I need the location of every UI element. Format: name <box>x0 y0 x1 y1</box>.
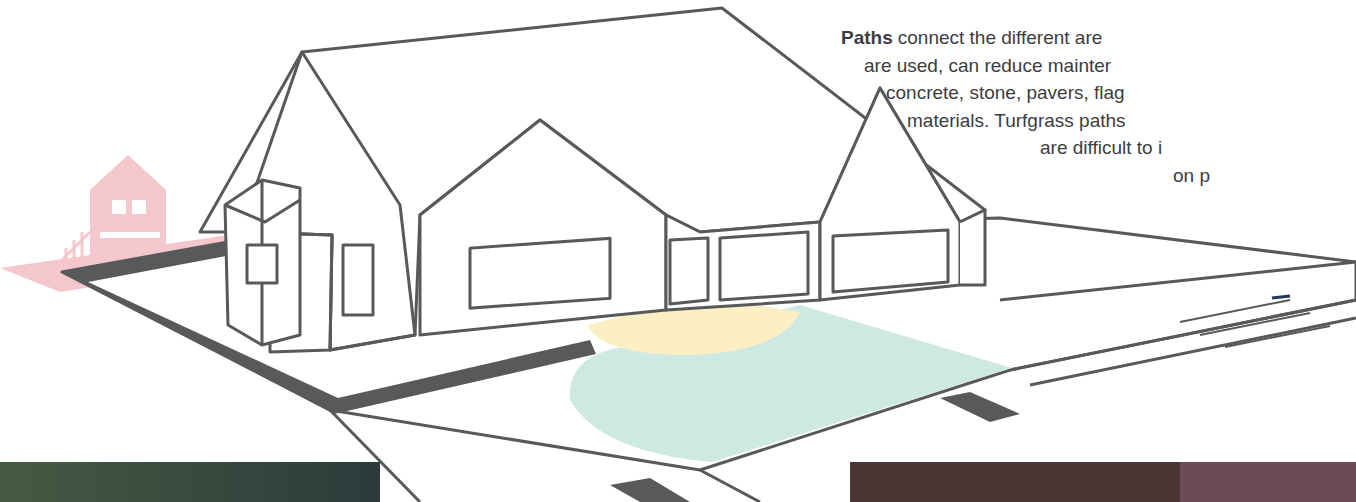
text-line: are used, can reduce mainter <box>864 54 1116 78</box>
text-line: on p <box>1173 164 1215 188</box>
crosswalk-stripes <box>1180 296 1330 347</box>
text-line: concrete, stone, pavers, flag <box>886 81 1130 105</box>
ground-plane <box>62 218 1356 502</box>
text-line: materials. Turfgrass paths <box>907 109 1131 133</box>
description-text: materials. Turfgrass paths <box>907 110 1126 131</box>
description-text: are used, can reduce mainter <box>864 55 1111 76</box>
planting-areas <box>570 294 1012 462</box>
photo-strip <box>0 462 1356 502</box>
description-text: connect the different are <box>898 27 1103 48</box>
text-line: are difficult to i <box>1040 136 1167 160</box>
description-text: concrete, stone, pavers, flag <box>886 82 1125 103</box>
bold-term: Paths <box>841 27 893 48</box>
description-text: on p <box>1173 165 1210 186</box>
text-line: Pathsconnect the different are <box>841 26 1107 50</box>
description-text: are difficult to i <box>1040 137 1162 158</box>
